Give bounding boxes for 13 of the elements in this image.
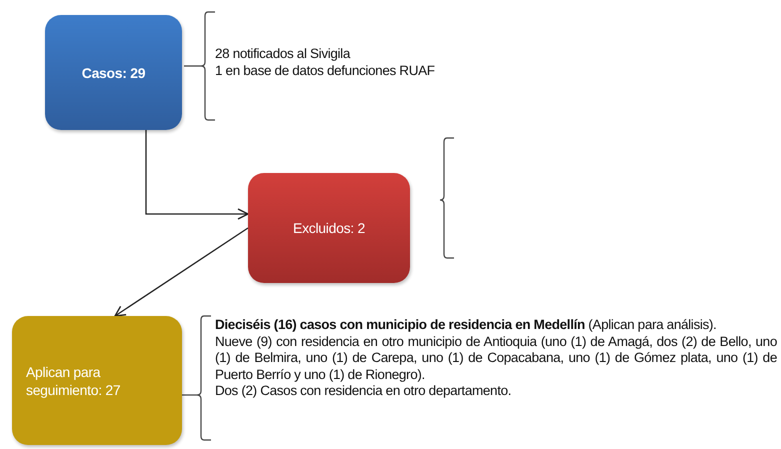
note-text: 28 notificados al Sivigila [215,46,352,62]
box-label: Casos: 29 [82,64,146,82]
arrow [145,130,249,220]
process-box [12,316,182,445]
box-label: Aplican para seguimiento: 27 [26,362,122,398]
process-box [248,173,410,283]
note-text: Dos (2) Casos con residencia en otro departamento. [215,383,512,400]
arrow [114,227,248,317]
box-label: Excluidos: 2 [293,219,365,237]
note-text: 1 en base de datos defunciones RUAF [215,62,436,79]
note-text: Dieciséis (16) casos con municipio de residencia en Medellín (Aplican para análisis). [215,317,718,334]
note-text: Nueve (9) con residencia en otro municipio de Antioquia (uno (1) de Amagá, dos (2) de Bello, uno (1) de Belmira, uno (1) de Carepa, uno (1) de Copacabana, uno (1) de Gómez plata, uno (1) de Puerto Berrío y uno (1) de Rionegro). [215,334,777,383]
process-box [45,15,182,130]
